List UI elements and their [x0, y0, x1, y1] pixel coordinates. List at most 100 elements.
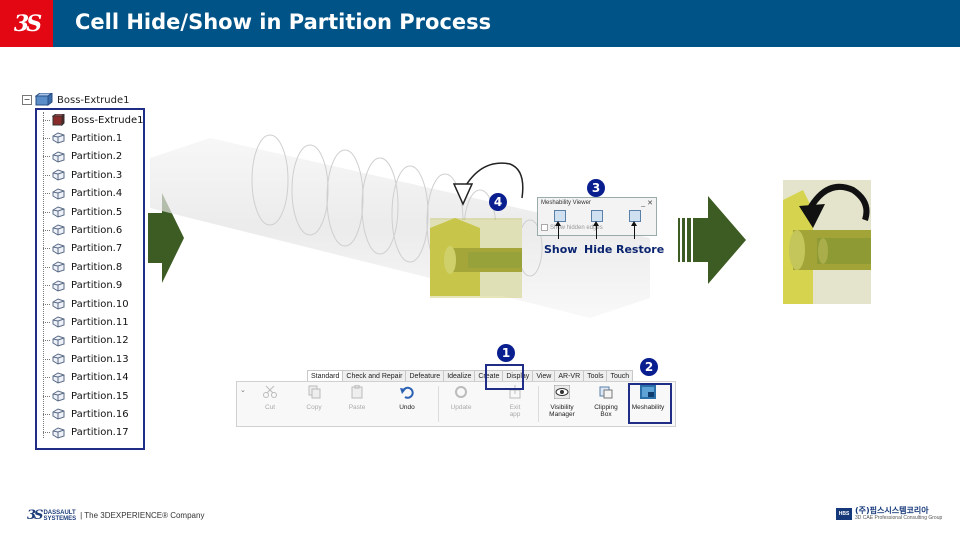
slide-title: Cell Hide/Show in Partition Process	[75, 10, 492, 34]
paste-icon	[351, 384, 363, 399]
partition-icon	[52, 261, 65, 273]
chevron-down-icon[interactable]: ⌄	[240, 387, 246, 394]
undo-button[interactable]: Undo	[390, 385, 424, 411]
tree-item-partition[interactable]: Partition.15	[43, 388, 129, 404]
tree-item-label: Partition.11	[71, 316, 129, 328]
partition-icon	[52, 298, 65, 310]
tree-item-partition[interactable]: Partition.4	[43, 186, 122, 202]
tab-touch[interactable]: Touch	[606, 370, 634, 382]
partner-logo: HBS	[836, 507, 852, 520]
tree-item-label: Partition.6	[71, 224, 123, 236]
tree-item-partition[interactable]: Partition.12	[43, 333, 129, 349]
tree-item-partition[interactable]: Partition.3	[43, 167, 122, 183]
partition-icon	[52, 243, 65, 255]
tree-item-partition[interactable]: Partition.11	[43, 314, 129, 330]
hide-label: Hide	[584, 243, 613, 256]
visibility-manager-button[interactable]: Visibility Manager	[545, 384, 579, 418]
copy-button[interactable]: Copy	[297, 385, 331, 411]
tree-item-label: Partition.9	[71, 280, 123, 292]
partition-icon	[52, 372, 65, 384]
tree-item-partition[interactable]: Partition.8	[43, 259, 122, 275]
update-button[interactable]: Update	[444, 385, 478, 411]
cut-button[interactable]: Cut	[253, 385, 287, 411]
tree-item-partition[interactable]: Partition.13	[43, 351, 129, 367]
partition-icon	[52, 206, 65, 218]
ds-logo: 3S	[0, 0, 53, 47]
dialog-window-controls[interactable]: _ ✕	[641, 200, 653, 207]
partition-icon	[52, 335, 65, 347]
partition-icon	[52, 390, 65, 402]
tree-item-partition[interactable]: Partition.1	[43, 130, 122, 146]
tree-item-partition[interactable]: Partition.5	[43, 204, 122, 220]
tree-item-label: Partition.1	[71, 132, 123, 144]
partition-icon	[52, 280, 65, 292]
meshability-highlight	[628, 383, 672, 424]
tree-item-label: Partition.7	[71, 243, 123, 255]
undo-icon	[400, 386, 414, 399]
ds-logo: 3S	[27, 508, 44, 523]
partition-icon	[52, 188, 65, 200]
tree-item-partition[interactable]: Partition.2	[43, 149, 122, 165]
model-ghost-view	[150, 134, 650, 318]
partition-icon	[52, 132, 65, 144]
pointer-arrow-restore-icon	[631, 221, 637, 239]
flow-arrow-icon	[678, 196, 746, 284]
dialog-title: Meshability Viewer	[541, 200, 591, 206]
meshability-button[interactable]: Meshability	[631, 385, 665, 411]
tree-item-partition[interactable]: Partition.7	[43, 241, 122, 257]
tree-item-label: Partition.13	[71, 353, 129, 365]
header-bar: 3S Cell Hide/Show in Partition Process	[0, 0, 960, 47]
partition-icon	[52, 224, 65, 236]
step-3-badge: 3	[587, 179, 605, 197]
tree-item-label: Partition.10	[71, 298, 129, 310]
tree-item-partition[interactable]: Partition.14	[43, 370, 129, 386]
tree-item-label: Boss-Extrude1	[71, 114, 144, 126]
show-hidden-edges-checkbox[interactable]: Show hidden edges	[541, 224, 603, 231]
meshability-icon	[640, 385, 656, 399]
step-4-badge: 4	[489, 193, 507, 211]
tree-item-body[interactable]: Boss-Extrude1	[43, 112, 143, 128]
tree-item-label: Partition.4	[71, 188, 123, 200]
tree-item-label: Partition.5	[71, 206, 123, 218]
tree-item-label: Partition.14	[71, 372, 129, 384]
copy-icon	[308, 385, 321, 399]
tree-item-label: Partition.8	[71, 261, 123, 273]
tree-item-partition[interactable]: Partition.6	[43, 222, 122, 238]
step-2-badge: 2	[640, 358, 658, 376]
partition-icon	[52, 427, 65, 439]
update-icon	[455, 386, 467, 398]
tree-item-label: Partition.17	[71, 427, 129, 439]
tree-item-label: Partition.15	[71, 390, 129, 402]
restore-label: Restore	[616, 243, 665, 256]
solid-body-icon	[52, 114, 65, 126]
tree-item-partition[interactable]: Partition.9	[43, 278, 122, 294]
result-zoom-view	[783, 180, 871, 304]
tree-item-label: Partition.2	[71, 151, 123, 163]
part-icon	[35, 93, 53, 106]
pointer-arrow-show-icon	[555, 221, 561, 239]
paste-button[interactable]: Paste	[340, 384, 374, 411]
step-1-badge: 1	[497, 344, 515, 362]
meshability-viewer-dialog: Meshability Viewer _ ✕ Show hidden edges	[537, 197, 657, 236]
display-tab-highlight	[485, 364, 524, 390]
partition-icon	[52, 316, 65, 328]
tree-item-partition[interactable]: Partition.16	[43, 406, 129, 422]
tree-item-label: Partition.12	[71, 335, 129, 347]
clipping-box-icon	[599, 386, 613, 399]
clipping-box-button[interactable]: Clipping Box	[589, 385, 623, 418]
show-label: Show	[544, 243, 578, 256]
partition-icon	[52, 353, 65, 365]
tree-root-label: Boss-Extrude1	[57, 94, 130, 106]
tree-item-label: Partition.16	[71, 408, 129, 420]
partition-icon	[52, 151, 65, 163]
tree-item-partition[interactable]: Partition.10	[43, 296, 129, 312]
tree-root[interactable]: − Boss-Extrude1	[22, 92, 129, 108]
pointer-arrow-hide-icon	[593, 221, 599, 239]
partner-footer: HBS (주)핍스시스템코리아 3D CAE Professional Cons…	[836, 506, 942, 521]
collapse-icon[interactable]: −	[22, 95, 32, 105]
tree-item-partition[interactable]: Partition.17	[43, 425, 129, 441]
zoom-part-view	[430, 218, 522, 296]
